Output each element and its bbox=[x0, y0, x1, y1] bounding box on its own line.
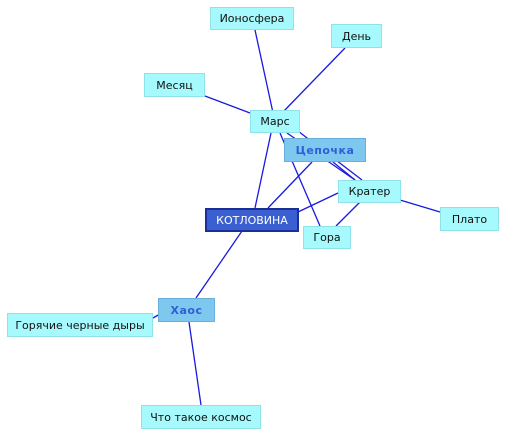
edge-crater-plateau bbox=[399, 199, 441, 213]
node-month[interactable]: Месяц bbox=[144, 73, 205, 97]
node-day[interactable]: День bbox=[331, 24, 382, 48]
node-kotlovina[interactable]: КОТЛОВИНА bbox=[205, 208, 299, 232]
node-mountain[interactable]: Гора bbox=[303, 226, 351, 249]
edge-chain-kotlovina bbox=[267, 161, 313, 209]
edge-mars-month bbox=[204, 95, 251, 114]
edge-mars-day bbox=[282, 47, 346, 113]
node-plateau[interactable]: Плато bbox=[440, 207, 499, 231]
edge-mars-ionosphere bbox=[254, 29, 276, 123]
edge-kotlovina-chaos bbox=[195, 230, 243, 299]
node-chain[interactable]: Цепочка bbox=[284, 138, 366, 162]
edge-crater-mountain bbox=[335, 201, 361, 227]
node-hot-black-holes[interactable]: Горячие черные дыры bbox=[7, 313, 153, 337]
node-what-is-space[interactable]: Что такое космос bbox=[141, 405, 261, 429]
edge-crater-kotlovina bbox=[297, 192, 339, 213]
edge-mars-kotlovina bbox=[254, 132, 272, 209]
edge-chaos-what-is-space bbox=[188, 321, 202, 406]
node-mars[interactable]: Марс bbox=[250, 110, 300, 133]
node-ionosphere[interactable]: Ионосфера bbox=[210, 7, 294, 30]
edge-chain-crater bbox=[332, 161, 356, 181]
node-crater[interactable]: Кратер bbox=[338, 180, 401, 203]
node-chaos[interactable]: Хаос bbox=[158, 298, 215, 322]
